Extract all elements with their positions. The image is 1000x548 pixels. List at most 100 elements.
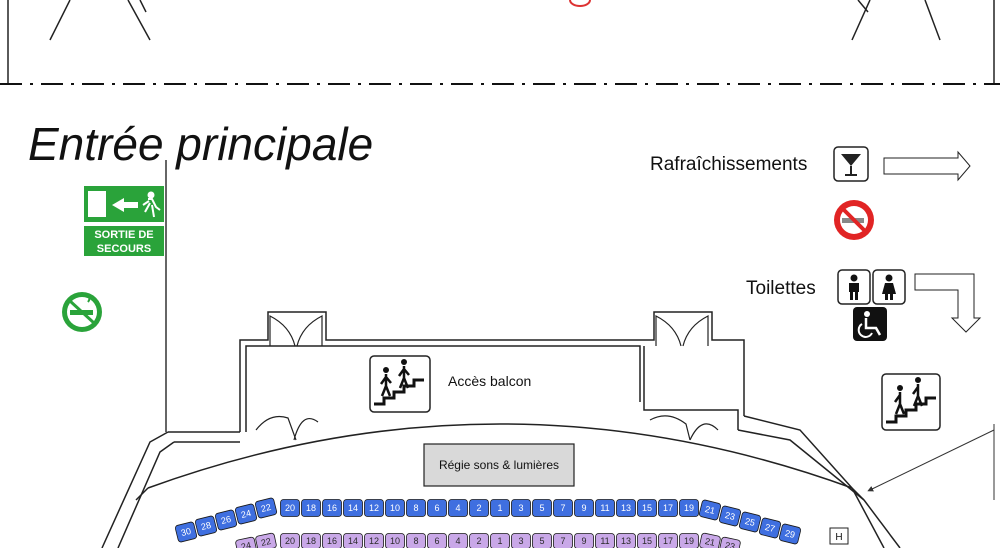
seat-row1[interactable]: 17 (658, 499, 678, 517)
seat-number: 20 (285, 536, 295, 546)
seat-row2[interactable]: 12 (364, 533, 384, 548)
seat-row1[interactable]: 7 (553, 499, 573, 517)
running-man-icon (142, 191, 161, 218)
seat-number: 24 (240, 540, 252, 548)
seat-row2[interactable]: 24 (235, 536, 257, 548)
seat-shape (448, 533, 468, 548)
seat-number: 1 (497, 536, 502, 546)
hall-doors-right (649, 415, 719, 441)
seat-row1[interactable]: 27 (758, 517, 782, 539)
seat-row1[interactable]: 16 (322, 499, 342, 517)
seat-row1[interactable]: 25 (738, 511, 762, 533)
seat-shape (532, 533, 552, 548)
seat-number: 1 (497, 503, 502, 513)
seat-row1[interactable]: 15 (637, 499, 657, 517)
seat-number: 26 (220, 514, 232, 526)
seat-row2[interactable]: 3 (511, 533, 531, 548)
seat-row1[interactable]: 11 (595, 499, 615, 517)
seat-number: 3 (518, 536, 523, 546)
seat-row1[interactable]: 8 (406, 499, 426, 517)
seat-number: 29 (784, 528, 796, 540)
seat-shape (718, 505, 742, 527)
seat-row2[interactable]: 4 (448, 533, 468, 548)
women-icon (872, 269, 906, 305)
seat-row1[interactable]: 19 (679, 499, 699, 517)
seat-number: 4 (455, 536, 460, 546)
seat-row1[interactable]: 26 (214, 509, 238, 531)
seat-row2[interactable]: 1 (490, 533, 510, 548)
seat-row2[interactable]: 11 (595, 533, 615, 548)
seat-row2[interactable]: 13 (616, 533, 636, 548)
seat-row1[interactable]: 1 (490, 499, 510, 517)
exit-direction-line (867, 429, 995, 492)
auditorium-walls (101, 415, 901, 548)
seat-row1[interactable]: 20 (280, 499, 300, 517)
seat-row2[interactable]: 15 (637, 533, 657, 548)
seat-row1[interactable]: 22 (254, 497, 278, 519)
seat-row1[interactable]: 10 (385, 499, 405, 517)
seat-row1[interactable]: 4 (448, 499, 468, 517)
seat-row2[interactable]: 2 (469, 533, 489, 548)
seat-row2[interactable]: 14 (343, 533, 363, 548)
seat-number: 10 (390, 503, 400, 513)
seat-shape (301, 533, 321, 548)
seat-shape (427, 533, 447, 548)
seat-shape (679, 533, 699, 548)
seat-shape (490, 533, 510, 548)
seat-number: 5 (539, 503, 544, 513)
seat-row2[interactable]: 21 (699, 532, 721, 548)
seat-row2[interactable]: 7 (553, 533, 573, 548)
seat-number: 11 (600, 503, 609, 513)
seat-number: 16 (327, 503, 337, 513)
seat-row1[interactable]: 23 (718, 505, 742, 527)
seat-row1[interactable]: 2 (469, 499, 489, 517)
seat-row2[interactable]: 16 (322, 533, 342, 548)
seat-row1[interactable]: 24 (234, 503, 258, 525)
seat-number: 20 (285, 503, 295, 513)
seat-row1[interactable]: 12 (364, 499, 384, 517)
accessible-spot-label: H (835, 532, 842, 543)
seat-row2[interactable]: 19 (679, 533, 699, 548)
seat-row1[interactable]: 21 (698, 499, 722, 521)
seat-shape (343, 499, 363, 517)
seat-row1[interactable]: 29 (778, 523, 802, 545)
balcony-stairs-icon (369, 355, 431, 413)
seat-row1[interactable]: 3 (511, 499, 531, 517)
seat-shape (364, 499, 384, 517)
seat-row2[interactable]: 5 (532, 533, 552, 548)
seat-row2[interactable]: 23 (719, 536, 741, 548)
seat-number: 18 (306, 536, 316, 546)
seat-number: 13 (621, 503, 631, 513)
seat-shape (301, 499, 321, 517)
seat-row1[interactable]: 18 (301, 499, 321, 517)
seat-row1[interactable]: 6 (427, 499, 447, 517)
seat-number: 7 (560, 503, 565, 513)
seat-row1[interactable]: 5 (532, 499, 552, 517)
seat-row2[interactable]: 10 (385, 533, 405, 548)
balcony-doors-left (269, 315, 323, 347)
seat-row1[interactable]: 14 (343, 499, 363, 517)
seat-row2[interactable]: 20 (280, 533, 300, 548)
seat-row1[interactable]: 30 (174, 521, 198, 543)
page-title: Entrée principale (28, 118, 373, 170)
control-booth (423, 443, 575, 487)
seat-row1[interactable]: 9 (574, 499, 594, 517)
seat-row1[interactable]: 28 (194, 515, 218, 537)
seat-shape (254, 497, 278, 519)
seat-number: 4 (455, 503, 460, 513)
seat-row2[interactable]: 8 (406, 533, 426, 548)
seat-row1[interactable]: 13 (616, 499, 636, 517)
seat-number: 16 (327, 536, 337, 546)
seat-number: 9 (581, 503, 586, 513)
seat-shape (322, 499, 342, 517)
seat-number: 23 (724, 510, 736, 522)
balcony-access-label: Accès balcon (448, 373, 531, 389)
easel-right (851, 0, 941, 41)
seat-row2[interactable]: 9 (574, 533, 594, 548)
seat-row2[interactable]: 22 (255, 532, 277, 548)
seat-row2[interactable]: 6 (427, 533, 447, 548)
seat-number: 27 (764, 522, 776, 534)
seat-row2[interactable]: 18 (301, 533, 321, 548)
seat-row2[interactable]: 17 (658, 533, 678, 548)
seat-number: 2 (476, 503, 481, 513)
